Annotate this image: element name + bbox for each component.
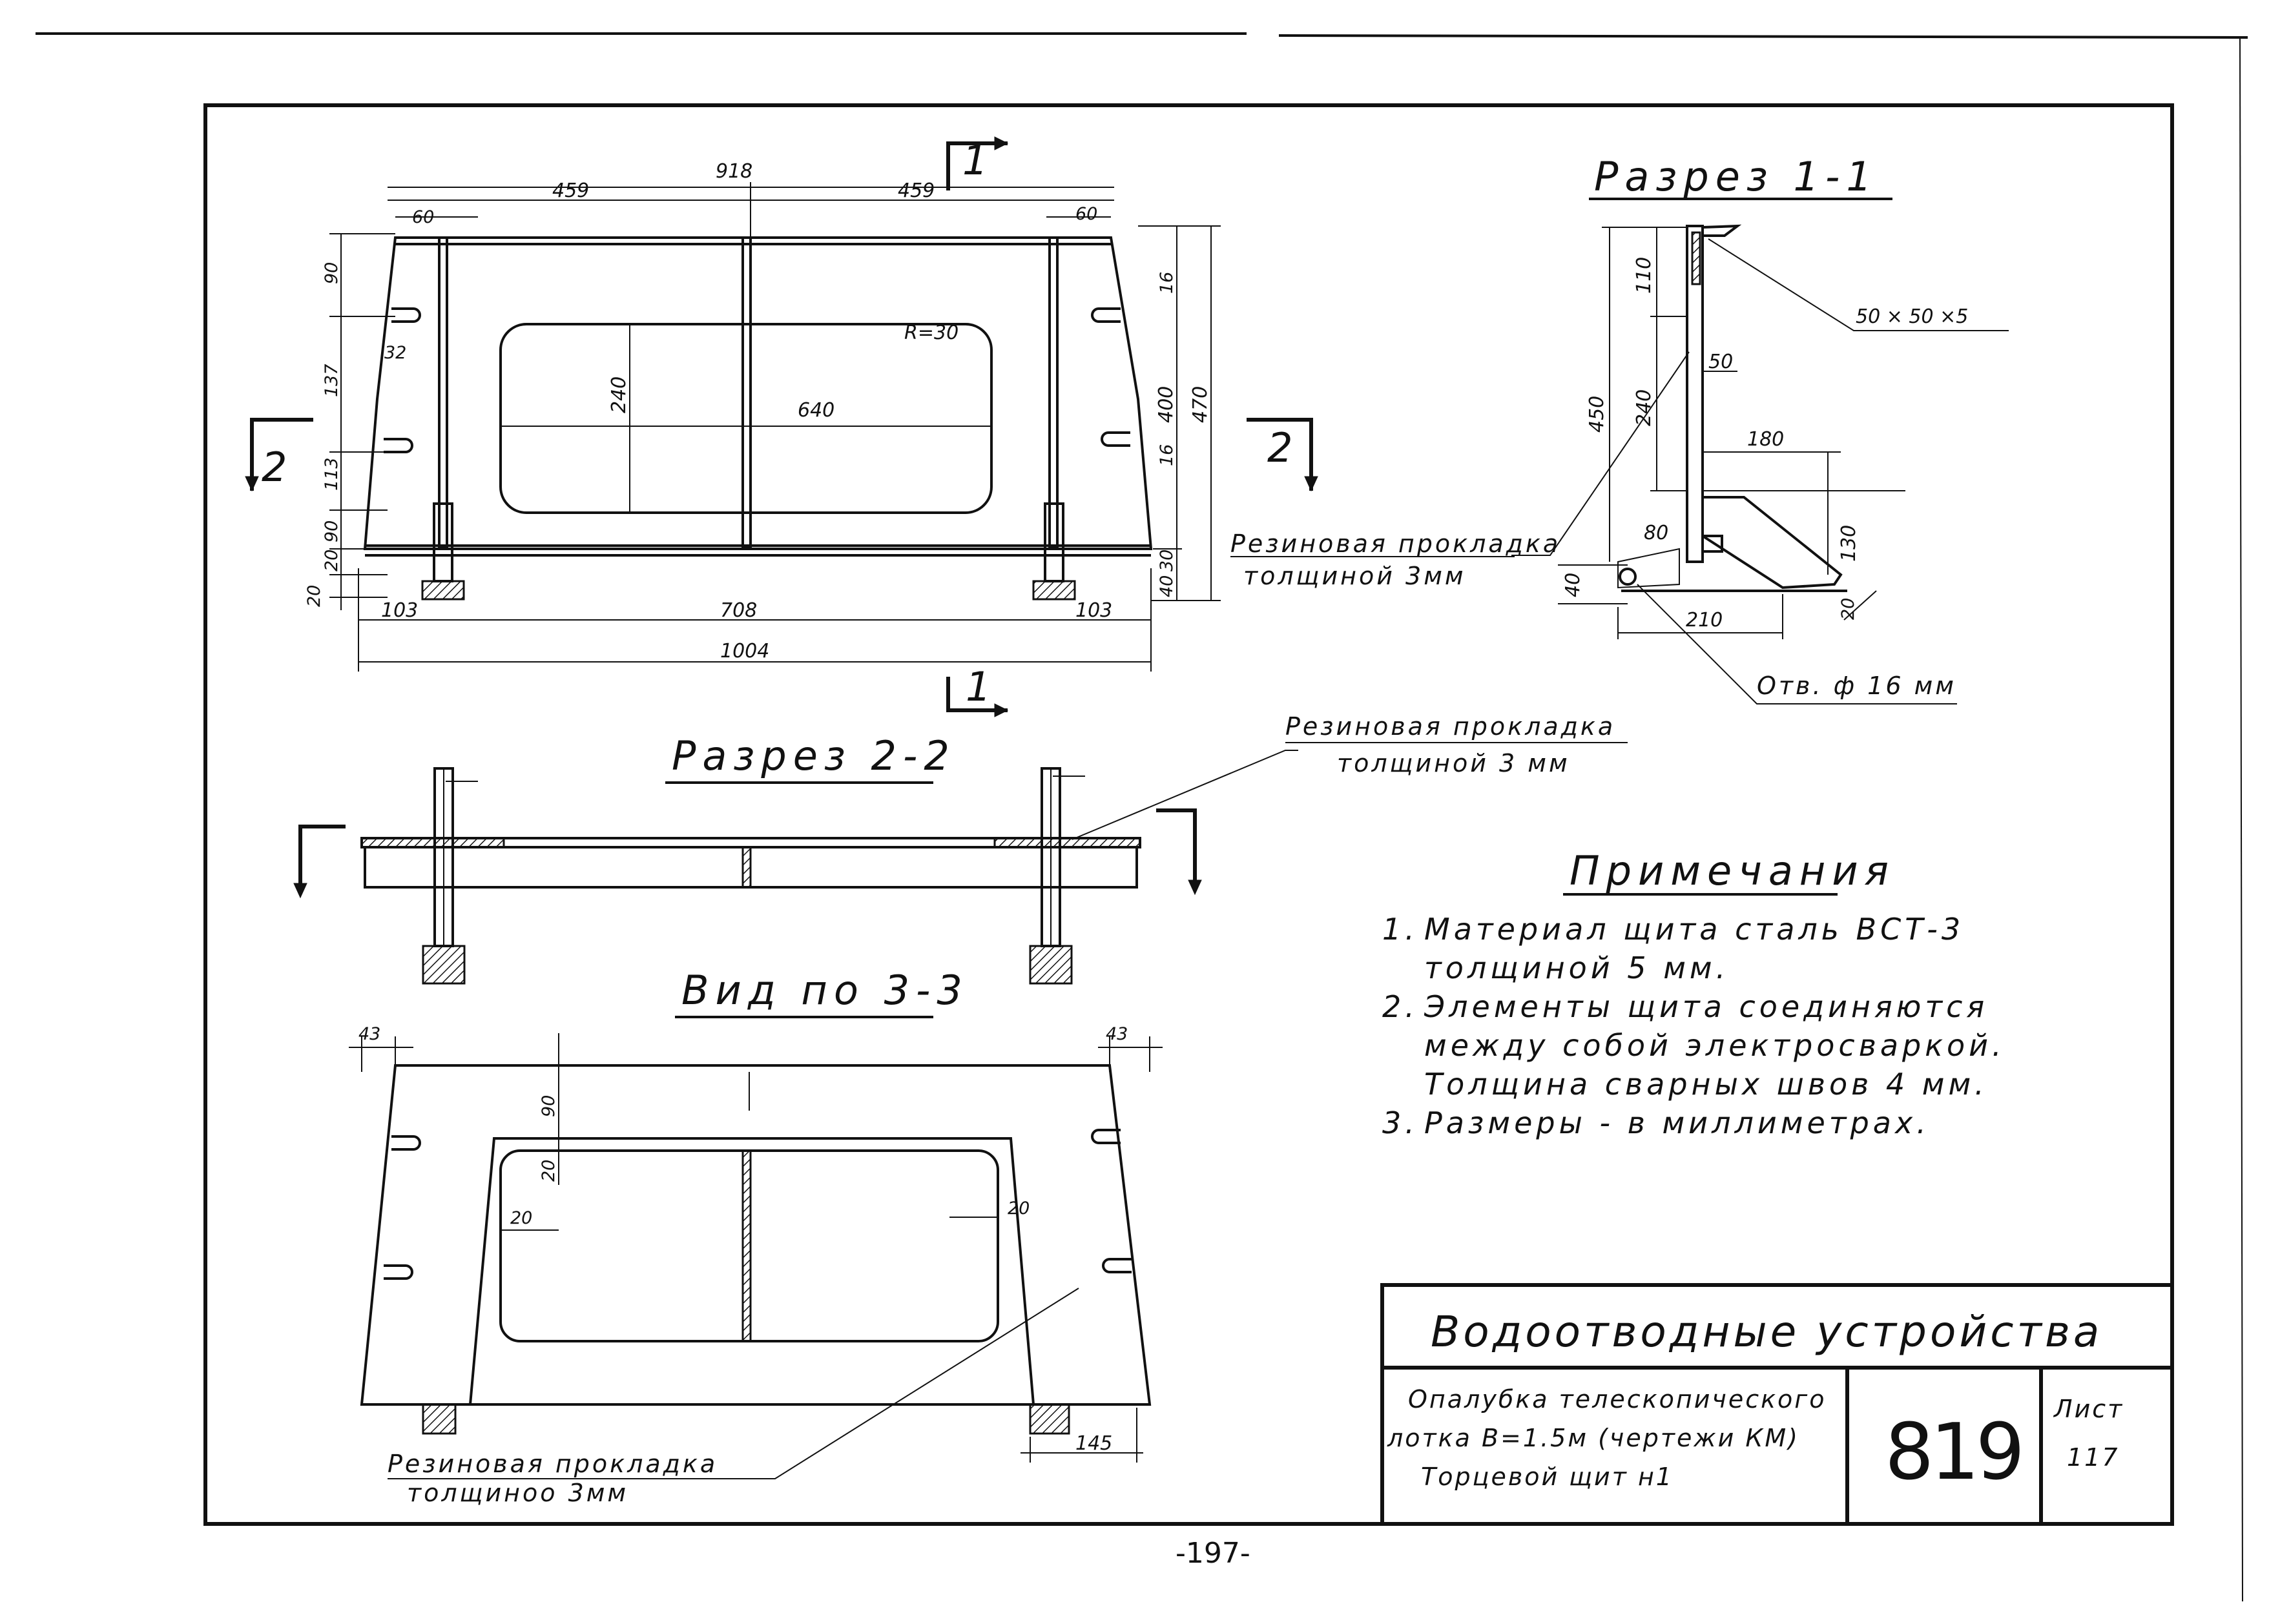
radius-label: R=30	[904, 322, 959, 344]
drawing-frame	[203, 103, 2174, 1526]
section-1-1-title: Разрез 1-1	[1594, 153, 1878, 200]
dim-60-right: 60	[1075, 204, 1097, 224]
svg-text:толщиной 3мм: толщиной 3мм	[1243, 562, 1466, 590]
front-view	[245, 136, 1318, 717]
dim-1-1-130: 130	[1838, 525, 1860, 562]
title-block-desc-1: Опалубка телескопического	[1408, 1385, 1827, 1413]
dim-103-right: 103	[1075, 599, 1112, 622]
dim-640: 640	[798, 399, 834, 422]
dim-1-1-180: 180	[1747, 428, 1784, 451]
dim-1-1-240: 240	[1633, 389, 1655, 426]
view-3-3-title: Вид по 3-3	[681, 967, 969, 1014]
dim-right-16-b: 16	[1157, 444, 1177, 466]
cut-mark-2-right: 2	[1267, 424, 1299, 471]
svg-text:Резиновая прокладка: Резиновая прокладка	[1285, 712, 1615, 741]
dim-left-137: 137	[322, 364, 342, 397]
dim-3-3-20-right: 20	[1008, 1198, 1030, 1218]
dim-left-90-b: 90	[322, 520, 342, 542]
angle-label: 50 × 50 ×5	[1856, 305, 1968, 328]
note-3-line-1: Размеры - в миллиметрах.	[1424, 1105, 1930, 1140]
title-block-desc-2: лотка В=1.5м (чертежи КМ)	[1387, 1424, 1799, 1452]
dim-3-3-43-right: 43	[1106, 1024, 1128, 1044]
dim-left-20-b: 20	[304, 585, 324, 607]
dim-left-90: 90	[322, 262, 342, 284]
svg-text:толщиноо 3мм: толщиноо 3мм	[407, 1479, 628, 1507]
note-1-line-2: толщиной 5 мм.	[1424, 951, 1729, 985]
cut-mark-1-top: 1	[962, 137, 994, 184]
dim-1-1-110: 110	[1633, 257, 1655, 294]
svg-text:Резиновая прокладка: Резиновая прокладка	[1230, 529, 1560, 558]
dim-left-32: 32	[384, 343, 406, 363]
note-2-number: 2.	[1382, 989, 1418, 1024]
notes: Примечания 1. Материал щита сталь ВСТ-3 …	[1382, 847, 2005, 1140]
note-1-line-1: Материал щита сталь ВСТ-3	[1424, 912, 1964, 947]
title-block-sheet-number: 117	[2067, 1443, 2120, 1472]
svg-text:толщиной 3 мм: толщиной 3 мм	[1337, 749, 1570, 777]
section-2-2: Разрез 2-2 Резиновая прокладка толщиной …	[293, 712, 1628, 985]
dim-1-1-50: 50	[1708, 351, 1733, 373]
title-block-sheet-label: Лист	[2053, 1395, 2124, 1423]
dim-918: 918	[716, 160, 752, 183]
dim-1-1-80: 80	[1644, 522, 1668, 544]
front-view-labels: 1 1 2 2 918 459 459 60 60 R=30 640 240 9…	[262, 137, 1299, 710]
title-block-main-title: Водоотводные устройства	[1431, 1307, 2102, 1357]
notes-heading: Примечания	[1570, 847, 1895, 894]
dim-1-1-40: 40	[1562, 573, 1584, 597]
dim-right-30: 30	[1157, 550, 1177, 571]
hole-label: Отв. ф 16 мм	[1757, 672, 1956, 700]
title-block-desc-3: Торцевой щит н1	[1421, 1463, 1674, 1491]
view-3-3: Вид по 3-3 Резиновая прокладка т	[349, 967, 1163, 1507]
dim-right-470: 470	[1189, 386, 1212, 423]
note-3-number: 3.	[1382, 1105, 1418, 1140]
section-1-1: Разрез 1-1 50 × 50 ×5 Отв. ф 16 мм	[1511, 153, 2009, 704]
dim-240: 240	[608, 376, 630, 413]
gasket-label-1-1: Резиновая прокладка толщиной 3мм	[1230, 529, 1560, 590]
dim-3-3-90: 90	[539, 1095, 559, 1117]
dim-right-40: 40	[1157, 575, 1177, 597]
dim-60-left: 60	[412, 207, 434, 227]
dim-3-3-20-top: 20	[539, 1160, 559, 1182]
dim-right-16-a: 16	[1157, 272, 1177, 294]
note-2-line-2: между собой электросваркой.	[1424, 1028, 2005, 1063]
dim-708: 708	[720, 599, 757, 622]
svg-text:Резиновая прокладка: Резиновая прокладка	[388, 1450, 718, 1478]
dim-left-113: 113	[322, 457, 342, 491]
dim-1-1-210: 210	[1686, 609, 1723, 632]
dim-right-400: 400	[1155, 386, 1177, 423]
dim-left-20-a: 20	[322, 550, 342, 571]
dim-1-1-20: 20	[1838, 598, 1858, 620]
dim-3-3-145: 145	[1075, 1432, 1112, 1455]
dim-1004: 1004	[720, 640, 769, 663]
title-block-number: 819	[1885, 1408, 2021, 1497]
cut-mark-1-bottom: 1	[966, 663, 997, 710]
dim-3-3-20-left: 20	[510, 1208, 532, 1228]
dim-459-left: 459	[552, 180, 589, 202]
note-2-line-3: Толщина сварных швов 4 мм.	[1424, 1067, 1988, 1102]
note-2-line-1: Элементы щита соединяются	[1424, 989, 1988, 1024]
cut-mark-2-left: 2	[262, 444, 293, 491]
dim-459-right: 459	[898, 180, 935, 202]
note-1-number: 1.	[1382, 912, 1418, 947]
dim-3-3-43-left: 43	[358, 1024, 380, 1044]
dim-103-left: 103	[381, 599, 418, 622]
section-2-2-title: Разрез 2-2	[672, 732, 956, 779]
page-number: -197-	[1176, 1537, 1250, 1570]
dim-1-1-450: 450	[1586, 396, 1608, 433]
page-edges	[36, 32, 2248, 1602]
title-block: Водоотводные устройства Опалубка телеско…	[1380, 1283, 2174, 1526]
